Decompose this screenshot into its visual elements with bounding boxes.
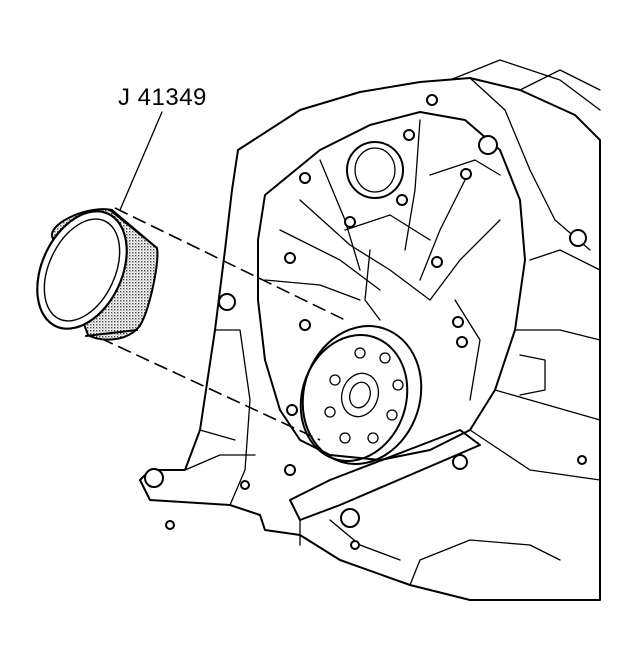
crankshaft-flange bbox=[299, 325, 423, 465]
projection-line-bottom bbox=[99, 337, 321, 441]
engine-block bbox=[139, 59, 601, 601]
tool-callout-label: J 41349 bbox=[118, 84, 207, 111]
projection-line-top bbox=[114, 207, 346, 321]
callout-leader bbox=[119, 111, 163, 211]
seal-installer-tool bbox=[36, 111, 346, 441]
